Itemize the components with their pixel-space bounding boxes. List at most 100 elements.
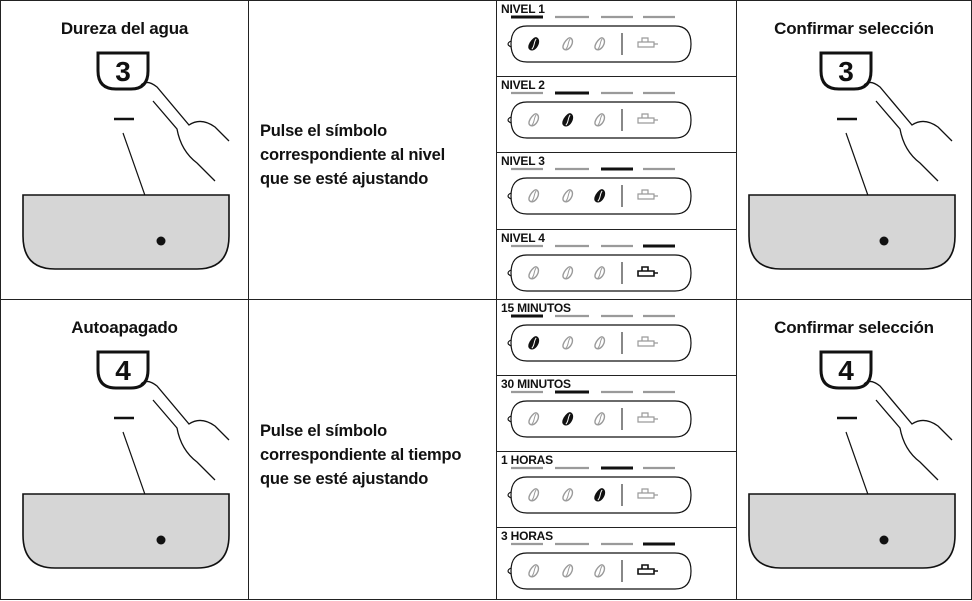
coffee-bean-icon (594, 266, 606, 280)
options-cell: NIVEL 1 NIVEL 2 NIVEL 3 NIVEL 4 (496, 0, 737, 300)
option-level-2: NIVEL 2 (497, 76, 737, 152)
control-panel-pill (507, 244, 692, 292)
option-label: 3 HORAS (501, 529, 553, 543)
option-level-4: NIVEL 4 (497, 229, 737, 301)
coffee-bean-icon (562, 37, 574, 51)
button-diagram: 4 (22, 350, 230, 569)
instruction-line: correspondiente al nivel (260, 146, 446, 164)
instruction-cell: Pulse el símbolo correspondiente al tiem… (248, 299, 497, 600)
option-label: 1 HORAS (501, 453, 553, 467)
display-panel (748, 493, 956, 569)
button-number: 3 (115, 56, 131, 87)
coffee-bean-icon (528, 412, 540, 426)
option-1-hour: 1 HORAS (497, 451, 737, 527)
pill-end-cap (507, 192, 512, 200)
hot-water-spout-icon (637, 412, 658, 423)
coffee-bean-icon (562, 266, 574, 280)
coffee-bean-icon (528, 113, 540, 127)
water-hardness-row: Dureza del agua 3 Pulse el símbolo corre… (0, 0, 972, 300)
control-panel-pill (507, 314, 692, 362)
coffee-bean-icon (562, 336, 574, 350)
left-title: Autoapagado (71, 318, 178, 337)
button-3-icon: 3 (819, 51, 873, 91)
hot-water-spout-icon (637, 266, 658, 277)
pill-end-cap (507, 491, 512, 499)
display-panel (22, 194, 230, 270)
option-30-minutes: 30 MINUTOS (497, 375, 737, 451)
right-title: Confirmar selección (774, 318, 934, 337)
coffee-bean-icon (528, 336, 540, 350)
control-panel-pill (507, 466, 692, 514)
coffee-bean-icon (594, 37, 606, 51)
pill-end-cap (507, 415, 512, 423)
button-diagram: 3 (22, 51, 230, 270)
hot-water-spout-icon (637, 488, 658, 499)
display-panel (22, 493, 230, 569)
coffee-bean-icon (594, 412, 606, 426)
options-cell: 15 MINUTOS 30 MINUTOS 1 HORAS 3 HORAS (496, 299, 737, 600)
coffee-bean-icon (528, 564, 540, 578)
coffee-bean-icon (594, 488, 606, 502)
coffee-bean-icon (594, 189, 606, 203)
hot-water-spout-icon (637, 189, 658, 200)
right-cell: Confirmar selección 4 (736, 299, 972, 600)
instruction-line: que se esté ajustando (260, 470, 429, 488)
pointer-dot (879, 535, 889, 545)
coffee-bean-icon (594, 113, 606, 127)
left-title: Dureza del agua (60, 19, 189, 38)
control-panel-pill (507, 167, 692, 215)
instruction-cell: Pulse el símbolo correspondiente al nive… (248, 0, 497, 300)
coffee-bean-icon (594, 336, 606, 350)
finger-press-icon (140, 380, 230, 481)
option-label: 30 MINUTOS (501, 377, 571, 391)
button-number: 4 (115, 355, 131, 386)
hot-water-spout-icon (637, 113, 658, 124)
finger-press-icon (140, 81, 230, 182)
display-panel (748, 194, 956, 270)
pointer-dot (156, 236, 166, 246)
option-label: NIVEL 2 (501, 78, 545, 92)
instruction-text: Pulse el símbolo correspondiente al nive… (260, 119, 445, 191)
finger-press-icon (863, 81, 953, 182)
option-label: NIVEL 1 (501, 2, 545, 16)
coffee-bean-icon (528, 189, 540, 203)
coffee-bean-icon (528, 37, 540, 51)
auto-off-row: Autoapagado 4 Pulse el símbolo correspon… (0, 299, 972, 600)
pointer-dot (879, 236, 889, 246)
instruction-line: Pulse el símbolo (260, 122, 388, 140)
pill-end-cap (507, 40, 512, 48)
pointer-dot (156, 535, 166, 545)
instruction-line: Pulse el símbolo (260, 422, 388, 440)
coffee-bean-icon (594, 564, 606, 578)
hot-water-spout-icon (637, 37, 658, 48)
finger-press-icon (863, 380, 953, 481)
coffee-bean-icon (562, 113, 574, 127)
pill-end-cap (507, 567, 512, 575)
button-4-icon: 4 (819, 350, 873, 390)
left-cell: Autoapagado 4 (0, 299, 249, 600)
button-diagram: 3 (748, 51, 956, 270)
control-panel-pill (507, 542, 692, 590)
coffee-bean-icon (528, 488, 540, 502)
option-level-3: NIVEL 3 (497, 152, 737, 229)
option-label: NIVEL 4 (501, 231, 545, 245)
option-15-minutes: 15 MINUTOS (497, 299, 737, 375)
option-label: NIVEL 3 (501, 154, 545, 168)
control-panel-pill (507, 390, 692, 438)
right-cell: Confirmar selección 3 (736, 0, 972, 300)
pill-end-cap (507, 269, 512, 277)
option-3-hours: 3 HORAS (497, 527, 737, 601)
instruction-text: Pulse el símbolo correspondiente al tiem… (260, 419, 461, 491)
pill-end-cap (507, 339, 512, 347)
option-level-1: NIVEL 1 (497, 0, 737, 76)
coffee-bean-icon (562, 412, 574, 426)
hot-water-spout-icon (637, 564, 658, 575)
control-panel-pill (507, 91, 692, 139)
button-number: 3 (838, 56, 854, 87)
coffee-bean-icon (528, 266, 540, 280)
coffee-bean-icon (562, 488, 574, 502)
hot-water-spout-icon (637, 336, 658, 347)
button-3-icon: 3 (96, 51, 150, 91)
button-diagram: 4 (748, 350, 956, 569)
